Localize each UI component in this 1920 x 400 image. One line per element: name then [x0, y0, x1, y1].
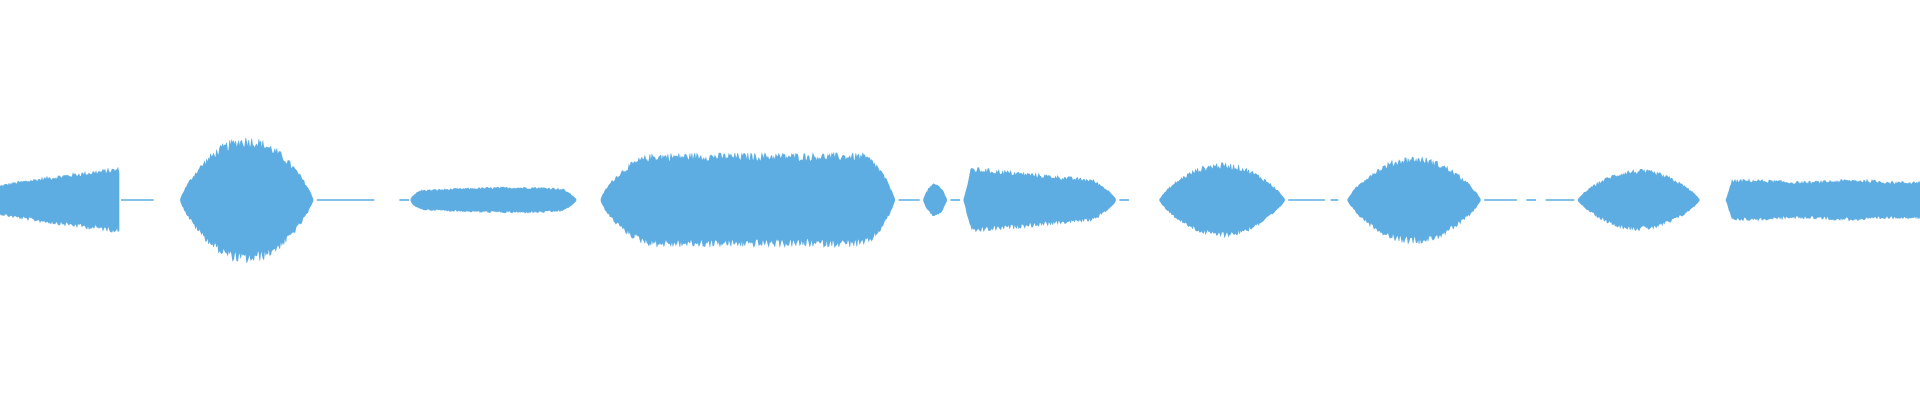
waveform-segment-2 — [180, 137, 314, 263]
waveform-segment-5 — [923, 183, 947, 217]
waveform-segment-10 — [1725, 178, 1920, 222]
waveform-segment-7 — [1159, 162, 1285, 239]
waveform-segment-6 — [963, 167, 1116, 233]
waveform-segment-3 — [410, 186, 577, 214]
waveform-segment-9 — [1577, 169, 1700, 231]
waveform-segment-1 — [0, 166, 120, 233]
waveform-segments — [0, 137, 1920, 263]
waveform-segment-4 — [600, 151, 895, 249]
waveform-segment-8 — [1347, 156, 1481, 245]
